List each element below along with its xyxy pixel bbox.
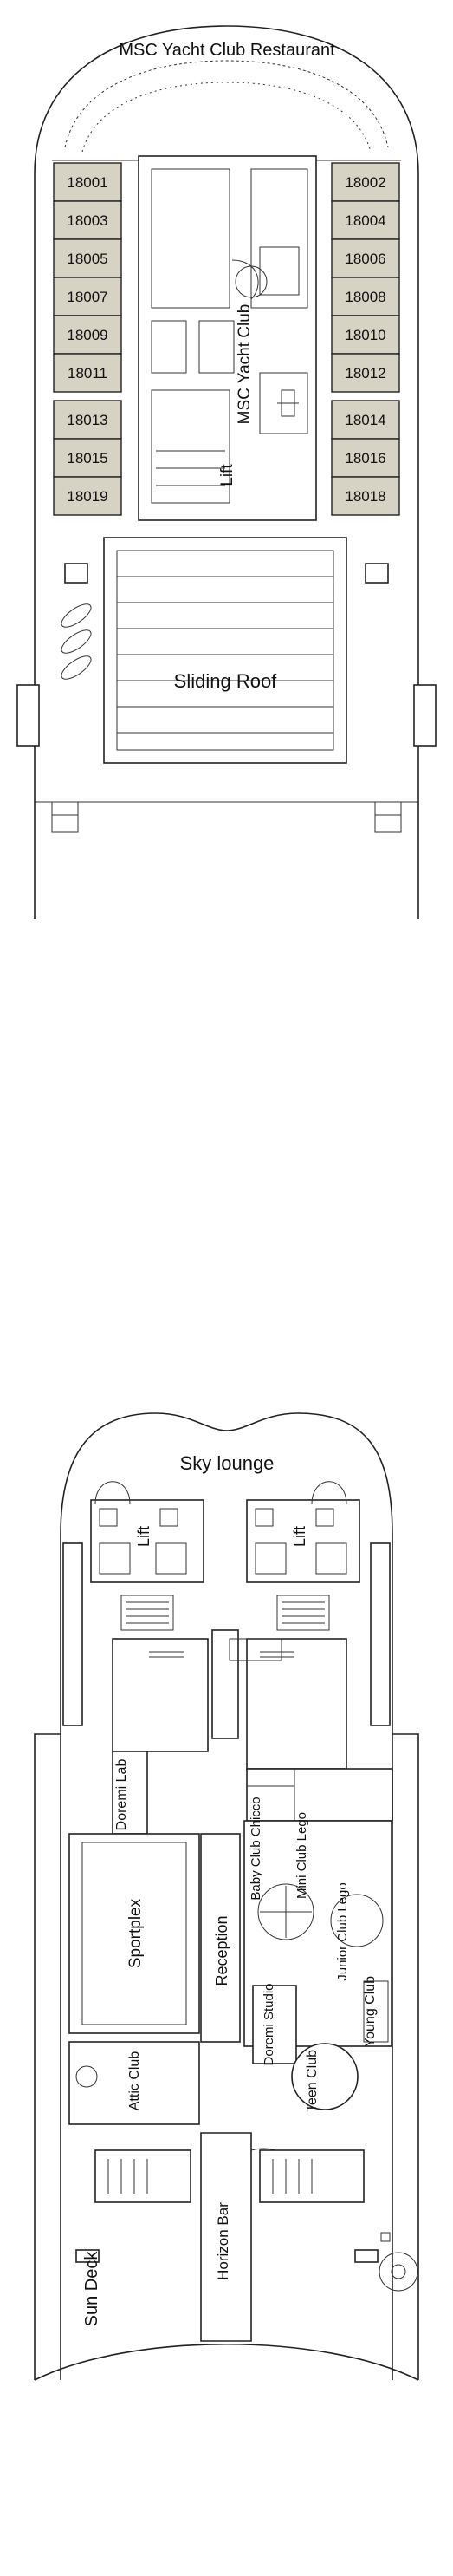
lift-label: Lift bbox=[218, 464, 236, 486]
lift-left-label: Lift bbox=[135, 1526, 152, 1547]
sun-deck-label: Sun Deck bbox=[82, 2251, 101, 2327]
upper-deck: MSC Yacht Club Restaurant 18001 18003 18… bbox=[16, 25, 437, 919]
cabin-18009[interactable] bbox=[53, 315, 122, 355]
doremi-lab-room bbox=[112, 1751, 148, 1835]
cabin-number: 18015 bbox=[67, 450, 107, 466]
cabin-18013[interactable] bbox=[53, 400, 122, 440]
teen-club-room[interactable] bbox=[291, 2043, 359, 2110]
cabin-number: 18001 bbox=[67, 174, 107, 191]
cabin-18018[interactable] bbox=[331, 476, 400, 516]
horizon-bar-label: Horizon Bar bbox=[215, 2202, 231, 2280]
wing-left bbox=[16, 684, 40, 747]
cabin-number: 18016 bbox=[345, 450, 385, 466]
reception-label: Reception bbox=[213, 1915, 230, 1986]
cabin-number: 18008 bbox=[345, 289, 385, 305]
side-wall-left bbox=[62, 1542, 83, 1726]
cabin-number: 18019 bbox=[67, 488, 107, 505]
stern-curve bbox=[34, 2343, 419, 2381]
junior-club-hub bbox=[330, 1894, 384, 1947]
side-wall-right bbox=[370, 1542, 391, 1726]
wing-right bbox=[413, 684, 437, 747]
horizon-bar-area[interactable] bbox=[200, 2132, 252, 2342]
sliding-roof-label: Sliding Roof bbox=[174, 670, 278, 692]
cabin-number: 18007 bbox=[67, 289, 107, 305]
sportplex-room[interactable] bbox=[68, 1833, 200, 2034]
spiral-stair-right bbox=[311, 1481, 347, 1505]
baby-club-hub bbox=[257, 1883, 314, 1940]
sliding-roof: Sliding Roof bbox=[103, 537, 347, 764]
cabin-number: 18009 bbox=[67, 327, 107, 343]
upper-room-right bbox=[246, 1638, 347, 1770]
lower-deck-hull bbox=[60, 1412, 393, 2380]
cabin-18012[interactable] bbox=[331, 353, 400, 393]
deck-equipment-circle bbox=[379, 2252, 418, 2292]
sun-loungers bbox=[61, 603, 92, 680]
cabin-number: 18003 bbox=[67, 212, 107, 229]
cabin-number: 18011 bbox=[68, 365, 107, 382]
doremi-studio-room bbox=[252, 1985, 297, 2064]
doremi-lab-label: Doremi Lab bbox=[114, 1759, 129, 1831]
cabin-18003[interactable] bbox=[53, 200, 122, 240]
lower-deck: Sky lounge Lift Lift Doremi Lab bbox=[34, 1412, 419, 2381]
teen-club-label: Teen Club bbox=[305, 2050, 320, 2112]
upper-deck-hull bbox=[34, 25, 419, 919]
cabin-number: 18013 bbox=[67, 412, 107, 428]
yacht-club-core: MSC Yacht Club Lift bbox=[138, 155, 317, 521]
pillar-right bbox=[365, 563, 389, 584]
lift-right-label: Lift bbox=[291, 1526, 308, 1547]
reception-area bbox=[200, 1833, 241, 2043]
attic-club-room[interactable] bbox=[68, 2041, 200, 2125]
yacht-club-lounge-right bbox=[250, 168, 308, 309]
stern-stairs-right bbox=[374, 814, 402, 833]
cabin-18005[interactable] bbox=[53, 238, 122, 278]
spiral-stair-left bbox=[94, 1481, 131, 1505]
cabin-number: 18006 bbox=[345, 251, 385, 267]
stern-stairs-left bbox=[51, 814, 79, 833]
cabin-number: 18004 bbox=[345, 212, 385, 229]
cabin-number: 18005 bbox=[67, 251, 107, 267]
baby-club-label: Baby Club Chicco bbox=[249, 1797, 263, 1900]
cabin-18007[interactable] bbox=[53, 277, 122, 316]
restaurant-label: MSC Yacht Club Restaurant bbox=[119, 41, 335, 60]
yacht-club-label: MSC Yacht Club bbox=[236, 304, 254, 425]
cabin-18011[interactable] bbox=[53, 353, 122, 393]
young-club-label: Young Club bbox=[363, 1976, 378, 2047]
attic-club-label: Attic Club bbox=[127, 2051, 142, 2111]
cabin-18008[interactable] bbox=[331, 277, 400, 316]
sportplex-label: Sportplex bbox=[126, 1898, 145, 1968]
cabin-number: 18002 bbox=[345, 174, 385, 191]
cabin-18019[interactable] bbox=[53, 476, 122, 516]
junior-club-label: Junior Club Lego bbox=[335, 1882, 350, 1980]
cabin-18010[interactable] bbox=[331, 315, 400, 355]
lift-shaft-area bbox=[151, 389, 230, 504]
cabin-number: 18014 bbox=[345, 412, 385, 428]
cabin-18016[interactable] bbox=[331, 438, 400, 478]
cabin-number: 18010 bbox=[345, 327, 385, 343]
sky-lounge-label: Sky lounge bbox=[180, 1452, 275, 1474]
mini-club-label: Mini Club Lego bbox=[294, 1812, 309, 1899]
cabin-number: 18012 bbox=[345, 365, 385, 382]
cabins-right-column: 18002 18004 18006 18008 18010 18012 1801… bbox=[331, 162, 400, 516]
pillar-left bbox=[64, 563, 88, 584]
cabin-18006[interactable] bbox=[331, 238, 400, 278]
yacht-club-block bbox=[138, 155, 317, 521]
cabin-18004[interactable] bbox=[331, 200, 400, 240]
upper-room-left bbox=[112, 1638, 209, 1752]
yacht-club-lounge-left bbox=[151, 168, 230, 309]
cabin-18001[interactable] bbox=[53, 162, 122, 202]
aft-stairs-left bbox=[94, 2149, 191, 2203]
lift-block: Lift Lift bbox=[90, 1481, 360, 1631]
cabin-number: 18018 bbox=[345, 488, 385, 505]
center-lift-shaft bbox=[211, 1629, 239, 1739]
restaurant-seating bbox=[64, 60, 389, 148]
doremi-studio-label: Doremi Studio bbox=[262, 1983, 276, 2065]
spiral-stair bbox=[231, 259, 259, 300]
mid-right-rooms bbox=[246, 1768, 393, 1822]
cabins-left-column: 18001 18003 18005 18007 18009 18011 1801… bbox=[53, 162, 122, 516]
